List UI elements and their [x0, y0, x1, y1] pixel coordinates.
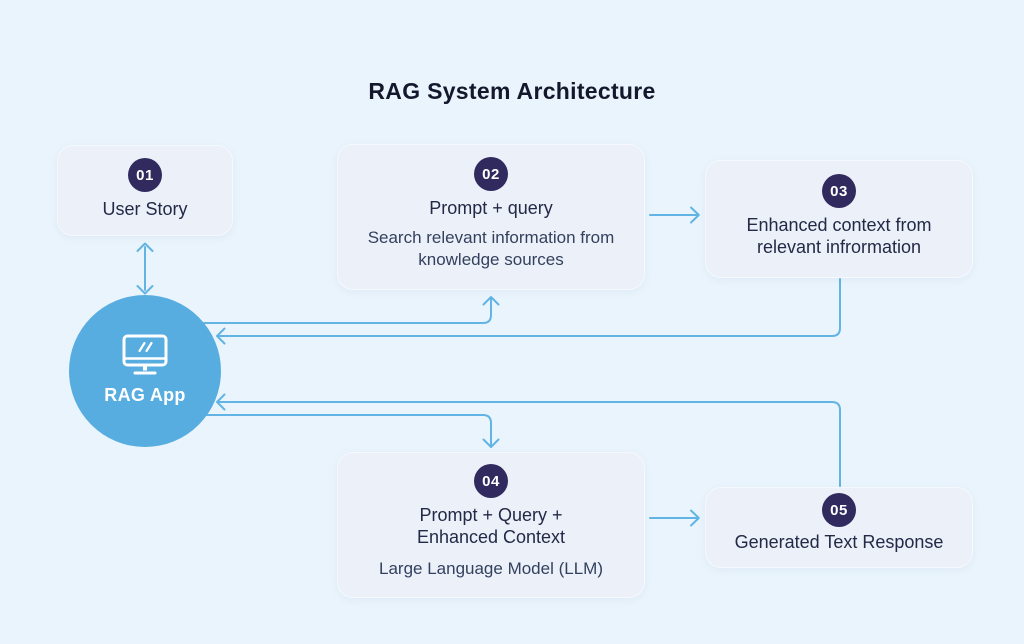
- node-enhanced-context: 03 Enhanced context from relevant infror…: [705, 160, 973, 278]
- node-llm: 04 Prompt + Query + Enhanced Context Lar…: [337, 452, 645, 598]
- arrow-step2-step3: [649, 206, 700, 224]
- node-user-story: 01 User Story: [57, 145, 233, 236]
- node-subtitle: Large Language Model (LLM): [379, 559, 603, 578]
- arrow-ragapp-step2: [203, 296, 500, 324]
- node-title: Enhanced context from relevant infrormat…: [746, 215, 932, 257]
- rag-app-node: RAG App: [69, 295, 221, 447]
- step-badge-03: 03: [822, 174, 856, 208]
- arrow-step4-step5: [649, 509, 700, 527]
- node-generated-response: 05 Generated Text Response: [705, 487, 973, 568]
- rag-app-label: RAG App: [104, 385, 186, 405]
- monitor-icon: [122, 334, 168, 375]
- step-badge-02: 02: [474, 157, 508, 191]
- node-prompt-query: 02 Prompt + query Search relevant inform…: [337, 144, 645, 290]
- step-badge-05: 05: [822, 493, 856, 527]
- node-subtitle: Search relevant information from knowled…: [367, 228, 615, 269]
- node-title: User Story: [102, 199, 188, 219]
- arrow-userstory-ragapp: [136, 242, 154, 295]
- node-title: Generated Text Response: [734, 532, 944, 552]
- node-title: Prompt + Query + Enhanced Context: [416, 505, 566, 547]
- page-title: RAG System Architecture: [368, 78, 656, 104]
- step-badge-01: 01: [128, 158, 162, 192]
- node-title: Prompt + query: [429, 198, 553, 218]
- step-badge-04: 04: [474, 464, 508, 498]
- arrow-ragapp-step4: [205, 414, 500, 448]
